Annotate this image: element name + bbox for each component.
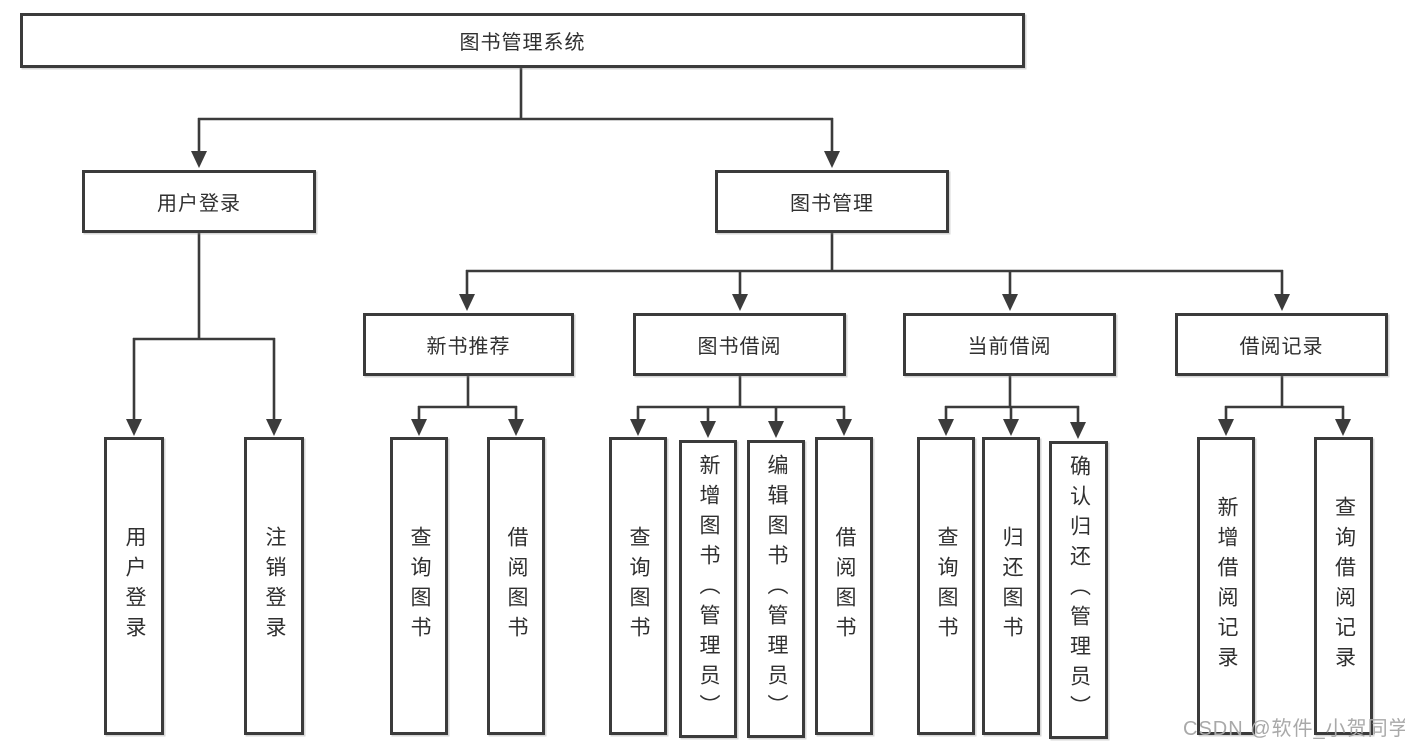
arrowhead (1274, 294, 1290, 311)
node-user-login: 用户登录 (82, 170, 316, 233)
node-label: 新书推荐 (426, 336, 511, 358)
arrowhead (836, 419, 852, 436)
csdn-watermark: CSDN @软件_小贺同学 (1183, 718, 1405, 740)
arrowhead (508, 419, 524, 436)
leaf-label: 查询图书 (935, 526, 958, 646)
leaf-return-books: 归还图书 (982, 437, 1040, 735)
arrowhead (732, 294, 748, 311)
leaf-query-books-current: 查询图书 (917, 437, 975, 735)
arrowhead (700, 421, 716, 438)
leaf-label: 借阅图书 (833, 526, 856, 646)
node-label: 借阅记录 (1239, 336, 1324, 358)
leaf-label: 确认归还（管理员） (1067, 455, 1091, 725)
node-library-management-system: 图书管理系统 (20, 13, 1025, 68)
leaf-label: 借阅图书 (505, 526, 528, 646)
arrowhead (126, 419, 142, 436)
arrowhead (768, 421, 784, 438)
leaf-borrow-books-borrowing: 借阅图书 (815, 437, 873, 735)
node-label: 图书管理 (790, 193, 874, 215)
arrowhead (938, 419, 954, 436)
leaf-label: 查询图书 (408, 526, 431, 646)
leaf-add-borrow-record: 新增借阅记录 (1197, 437, 1255, 735)
node-label: 当前借阅 (967, 336, 1052, 358)
leaf-add-book-admin: 新增图书（管理员） (679, 440, 737, 738)
leaf-logout: 注销登录 (244, 437, 304, 735)
node-book-borrowing: 图书借阅 (633, 313, 846, 376)
node-label: 图书借阅 (697, 336, 782, 358)
leaf-borrow-books-newbook: 借阅图书 (487, 437, 545, 735)
arrowhead (266, 419, 282, 436)
node-borrowing-records: 借阅记录 (1175, 313, 1388, 376)
node-current-borrowing: 当前借阅 (903, 313, 1116, 376)
leaf-label: 编辑图书（管理员） (765, 454, 788, 724)
leaf-label: 查询图书 (627, 526, 650, 646)
node-label: 用户登录 (157, 193, 241, 215)
leaf-confirm-return-admin: 确认归还（管理员） (1049, 441, 1108, 739)
arrowhead (824, 151, 840, 168)
leaf-edit-book-admin: 编辑图书（管理员） (747, 440, 805, 738)
arrowhead (1335, 419, 1351, 436)
leaf-query-borrow-record: 查询借阅记录 (1314, 437, 1373, 735)
node-label: 图书管理系统 (459, 32, 586, 54)
arrowhead (459, 294, 475, 311)
leaf-label: 用户登录 (123, 526, 146, 646)
leaf-user-login: 用户登录 (104, 437, 164, 735)
arrowhead (1003, 419, 1019, 436)
node-new-book-recommendation: 新书推荐 (363, 313, 574, 376)
leaf-label: 查询借阅记录 (1332, 496, 1356, 676)
arrowhead (1070, 422, 1086, 439)
arrowhead (191, 151, 207, 168)
leaf-query-books-borrowing: 查询图书 (609, 437, 667, 735)
leaf-label: 注销登录 (263, 526, 286, 646)
arrowhead (1002, 294, 1018, 311)
leaf-label: 归还图书 (1000, 526, 1023, 646)
leaf-query-books-newbook: 查询图书 (390, 437, 448, 735)
leaf-label: 新增借阅记录 (1215, 496, 1238, 676)
node-book-management: 图书管理 (715, 170, 949, 233)
leaf-label: 新增图书（管理员） (697, 454, 720, 724)
arrowhead (1218, 419, 1234, 436)
arrowhead (630, 419, 646, 436)
arrowhead (411, 419, 427, 436)
